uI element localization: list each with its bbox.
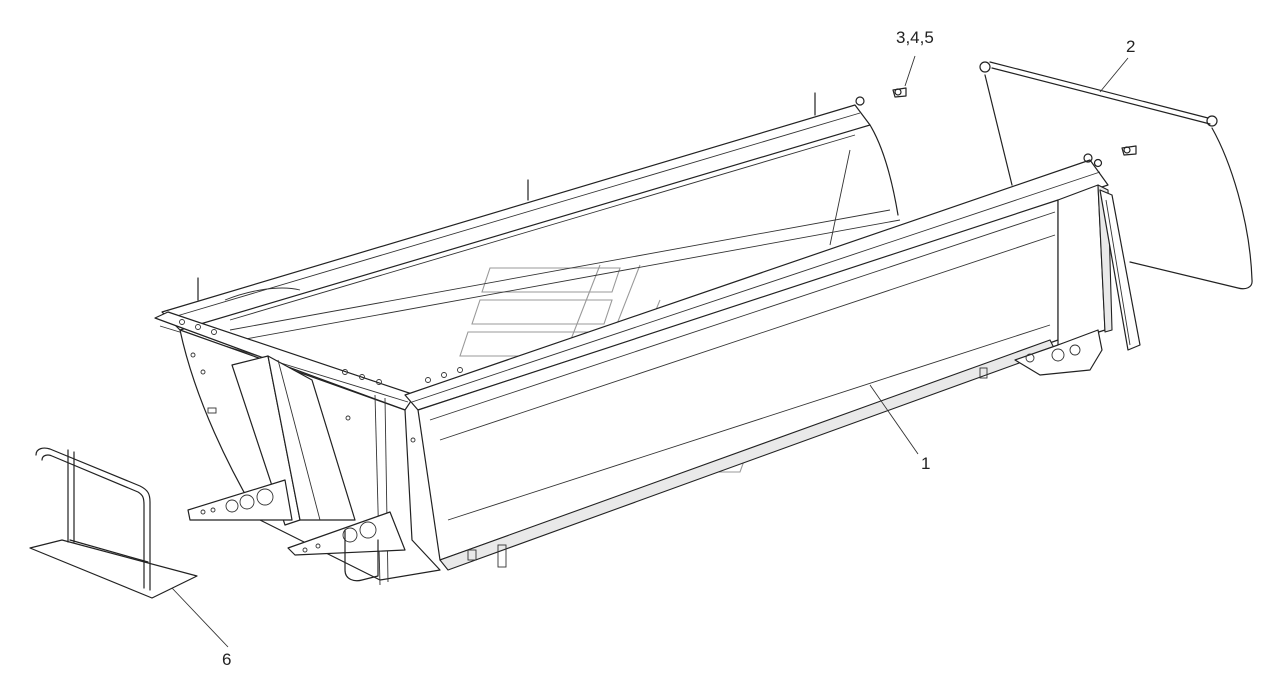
- callout-3-4-5: 3,4,5: [896, 28, 934, 47]
- callout-1: 1: [921, 454, 930, 473]
- leader-lines: [171, 55, 1129, 648]
- dump-body: [154, 92, 1141, 586]
- callout-2: 2: [1126, 37, 1135, 56]
- tailgate: [979, 61, 1253, 290]
- fastener-set: [892, 87, 1137, 156]
- step-ladder: [29, 447, 198, 599]
- callout-6: 6: [222, 650, 231, 669]
